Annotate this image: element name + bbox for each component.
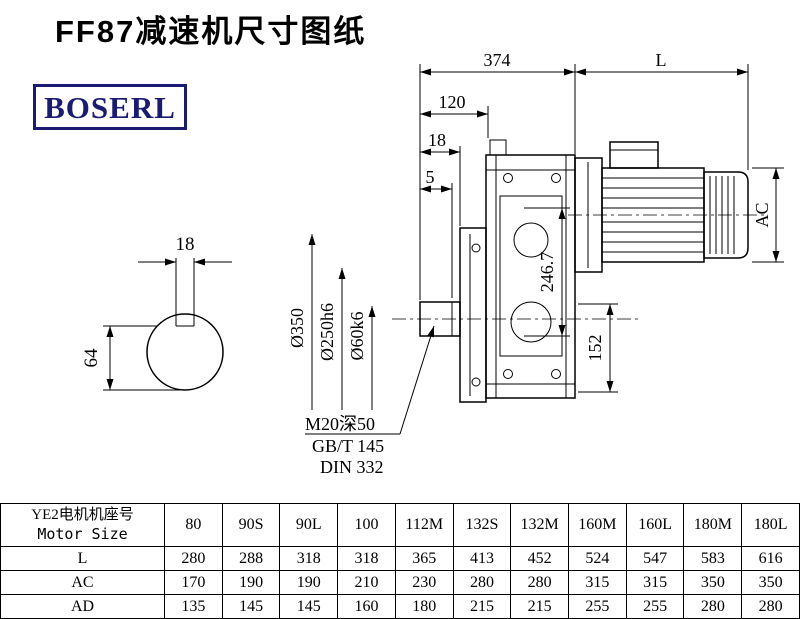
column-header: 132S	[452, 503, 512, 547]
dim-246-7-label: 246.7	[537, 252, 557, 293]
table-cell: 255	[568, 594, 627, 619]
dim-spigot-dia-label: Ø250h6	[317, 303, 337, 361]
column-header: 90S	[221, 503, 281, 547]
table-cell: 230	[394, 570, 454, 595]
note-gb-standard-label: GB/T 145	[312, 436, 384, 456]
table-cell: 255	[625, 594, 685, 619]
table-cell: 616	[741, 546, 800, 571]
table-cell: 190	[279, 570, 339, 595]
gear-housing	[485, 154, 576, 399]
column-header: 180L	[741, 503, 800, 547]
table-row-L: L 280 288 318 318 365 413 452 524 547 58…	[0, 546, 800, 571]
table-cell: 190	[221, 570, 281, 595]
table-cell: 315	[568, 570, 627, 595]
dimension-annotations: 374 L 120 18 5 AC 246.7 152 Ø350 Ø250h6	[287, 50, 784, 477]
dim-shaft-dia-label: Ø60k6	[347, 312, 367, 361]
table-row-AD: AD 135 145 145 160 180 215 215 255 255 2…	[0, 594, 800, 619]
fan-cowl	[703, 171, 749, 259]
column-header: 180M	[683, 503, 743, 547]
table-cell: 280	[741, 594, 800, 619]
column-header: 100	[337, 503, 396, 547]
column-header: 112M	[394, 503, 454, 547]
dim-AC-label: AC	[752, 202, 772, 227]
table-cell: 280	[164, 546, 223, 571]
dim-L-label: L	[656, 50, 667, 70]
header-cn-label: YE2电机机座号	[31, 507, 134, 523]
table-cell: 365	[394, 546, 454, 571]
row-label: AC	[0, 570, 165, 595]
table-cell: 288	[221, 546, 281, 571]
brand-logo-box: BOSERL	[33, 84, 187, 130]
brand-logo-text: BOSERL	[44, 89, 176, 125]
note-din-standard-label: DIN 332	[320, 457, 384, 477]
table-cell: 315	[625, 570, 685, 595]
dim-120-label: 120	[439, 92, 466, 112]
motor-size-table: YE2电机机座号 Motor Size 80 90S 90L 100 112M …	[0, 503, 800, 619]
table-row-AC: AC 170 190 190 210 230 280 280 315 315 3…	[0, 570, 800, 595]
table-cell: 280	[452, 570, 512, 595]
row-label: AD	[0, 594, 165, 619]
table-cell: 170	[164, 570, 223, 595]
dim-18-label: 18	[428, 130, 446, 150]
dim-5-label: 5	[426, 167, 435, 187]
dim-key-width-label: 18	[176, 234, 195, 255]
dim-374-label: 374	[484, 50, 511, 70]
column-header: 90L	[279, 503, 339, 547]
table-cell: 215	[452, 594, 512, 619]
table-cell: 452	[510, 546, 570, 571]
table-header-row: YE2电机机座号 Motor Size 80 90S 90L 100 112M …	[0, 503, 800, 547]
dim-flange-dia-label: Ø350	[287, 308, 307, 348]
table-cell: 318	[279, 546, 339, 571]
header-en-label: Motor Size	[37, 525, 128, 543]
table-cell: 145	[279, 594, 339, 619]
table-cell: 350	[741, 570, 800, 595]
table-cell: 210	[337, 570, 396, 595]
row-label: L	[0, 546, 165, 571]
column-header: 160L	[625, 503, 685, 547]
gearbox-side-view	[392, 139, 766, 403]
table-cell: 135	[164, 594, 223, 619]
dim-152-label: 152	[585, 335, 605, 362]
table-cell: 318	[337, 546, 396, 571]
table-cell: 583	[683, 546, 743, 571]
table-cell: 160	[337, 594, 396, 619]
table-cell: 413	[452, 546, 512, 571]
table-cell: 180	[394, 594, 454, 619]
dim-shaft-flat-label: 64	[81, 348, 102, 368]
table-cell: 524	[568, 546, 627, 571]
shaft-end-view: 18 64	[81, 234, 232, 391]
lifting-lug	[489, 139, 507, 156]
terminal-box	[609, 141, 659, 169]
output-flange	[459, 227, 487, 403]
table-cell: 145	[221, 594, 281, 619]
table-cell: 280	[683, 594, 743, 619]
column-header: 80	[164, 503, 223, 547]
motor-size-header-cell: YE2电机机座号 Motor Size	[0, 503, 165, 547]
column-header: 132M	[510, 503, 570, 547]
column-header: 160M	[568, 503, 627, 547]
table-cell: 350	[683, 570, 743, 595]
table-cell: 280	[510, 570, 570, 595]
page-title: FF87减速机尺寸图纸	[55, 14, 367, 49]
table-cell: 215	[510, 594, 570, 619]
note-tap-label: M20深50	[305, 414, 375, 434]
table-cell: 547	[625, 546, 685, 571]
